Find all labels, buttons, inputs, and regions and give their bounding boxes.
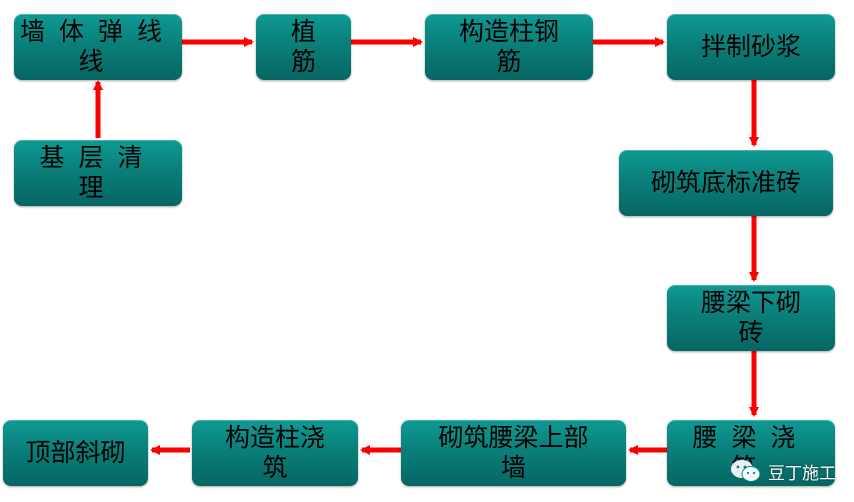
node-top-brick: 顶部斜砌 [3,420,148,486]
node-base-clean: 基层清 理 [14,140,182,206]
node-beam-pour-label: 腰梁浇 [692,423,810,452]
node-bottom-brick: 砌筑底标准砖 [619,150,833,216]
node-rebar-plant: 植 筋 [256,14,351,80]
node-bottom-brick-label: 砌筑底标准砖 [650,168,801,197]
node-wall-line: 墙体弹线 线 [14,14,182,80]
node-base-clean-label-2: 理 [78,173,118,202]
node-col-pour: 构造柱浇 筑 [192,420,358,486]
node-col-pour-label-2: 筑 [262,453,288,482]
watermark: 豆丁施工 [730,458,836,484]
node-col-pour-label: 构造柱浇 [224,423,325,452]
node-rebar-plant-label: 植 [290,17,316,46]
node-mix-mortar: 拌制砂浆 [667,14,835,80]
node-upper-wall-label-2: 墙 [500,453,526,482]
node-mix-mortar-label: 拌制砂浆 [700,32,801,61]
node-top-brick-label: 顶部斜砌 [25,438,126,467]
node-beam-brick-label-2: 砖 [738,318,764,347]
node-beam-brick-label: 腰梁下砌 [700,288,801,317]
node-upper-wall: 砌筑腰梁上部 墙 [401,420,626,486]
watermark-text: 豆丁施工 [768,463,836,484]
node-wall-line-label: 墙体弹线 [20,17,177,46]
node-col-rebar-label-2: 筋 [496,47,522,76]
node-wall-line-label-2: 线 [78,47,118,76]
node-beam-brick: 腰梁下砌 砖 [667,285,835,351]
node-rebar-plant-label-2: 筋 [290,47,316,76]
node-base-clean-label: 基层清 [39,143,157,172]
node-col-rebar-label: 构造柱钢 [458,17,559,46]
node-upper-wall-label: 砌筑腰梁上部 [438,423,589,452]
node-col-rebar: 构造柱钢 筋 [425,14,593,80]
wechat-icon [731,460,761,482]
